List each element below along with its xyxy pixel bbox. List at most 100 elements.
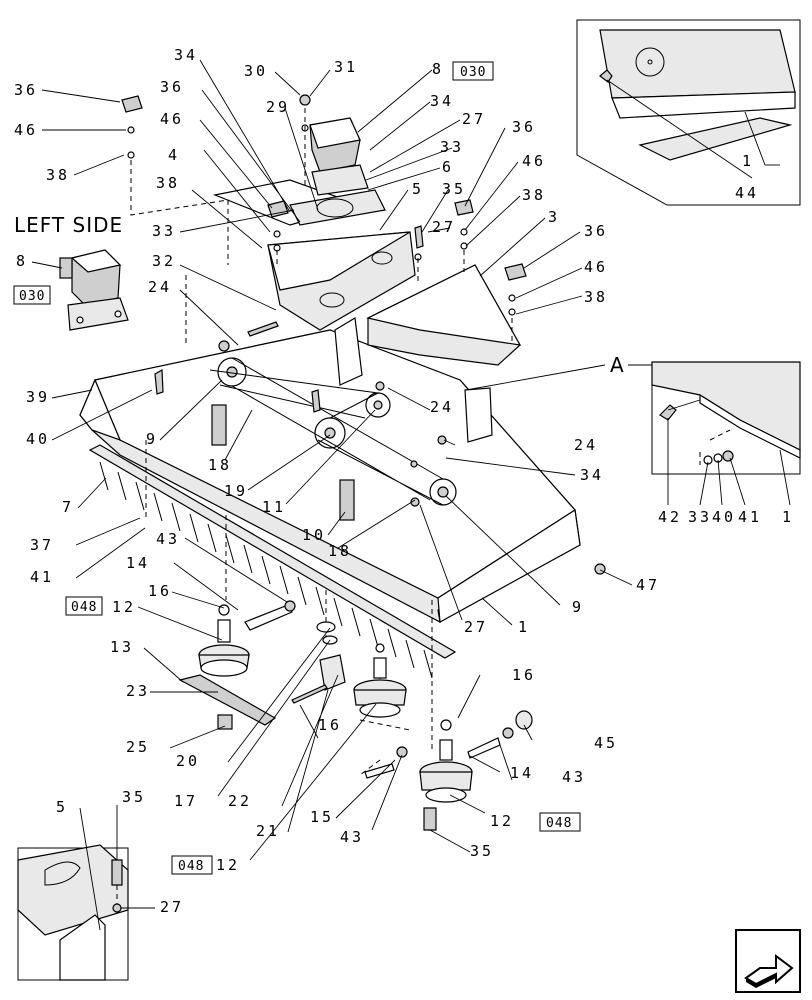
callout-45: 45 (594, 734, 618, 752)
callout-25: 25 (126, 738, 150, 756)
callout-14: 14 (510, 764, 534, 782)
callout-46: 46 (522, 152, 546, 170)
chain-guard (88, 444, 457, 679)
callout-16: 16 (148, 582, 172, 600)
callout-29: 29 (266, 98, 290, 116)
callout-40-detail: 40 (712, 508, 736, 526)
callout-36: 36 (14, 81, 38, 99)
callout-16: 16 (512, 666, 536, 684)
callout-18: 18 (208, 456, 232, 474)
callout-9: 9 (572, 598, 584, 616)
ref-box-030-left (13, 285, 51, 305)
callout-33: 33 (440, 138, 464, 156)
callout-1: 1 (518, 618, 530, 636)
callout-34: 34 (580, 466, 604, 484)
svg-text:030: 030 (460, 65, 486, 80)
mower-deck (79, 317, 606, 624)
callout-24: 24 (574, 436, 598, 454)
callout-24: 24 (430, 398, 454, 416)
callout-7: 7 (62, 498, 74, 516)
callout-30: 30 (244, 62, 268, 80)
callout-39: 39 (26, 388, 50, 406)
callout-13: 13 (110, 638, 134, 656)
callout-1-inset: 1 (742, 152, 754, 170)
callout-27: 27 (432, 218, 456, 236)
belt-shield (366, 264, 522, 366)
ref-box-048 (65, 596, 103, 616)
assembly-lines (130, 108, 513, 776)
callout-27: 27 (464, 618, 488, 636)
callout-46: 46 (14, 121, 38, 139)
callout-47: 47 (636, 576, 660, 594)
callout-9: 9 (146, 430, 158, 448)
callout-46: 46 (160, 110, 184, 128)
callout-10: 10 (302, 526, 326, 544)
callout-24: 24 (148, 278, 172, 296)
left-side-view: LEFT SIDE 8 030 (13, 213, 129, 331)
svg-text:048: 048 (546, 816, 572, 831)
callout-3: 3 (548, 208, 560, 226)
callout-22: 22 (228, 792, 252, 810)
callout-17: 17 (174, 792, 198, 810)
callout-12: 12 (112, 598, 136, 616)
gearbox-mount (121, 94, 527, 337)
callout-36: 36 (160, 78, 184, 96)
callout-5: 5 (412, 180, 424, 198)
callout-11: 11 (262, 498, 286, 516)
callout-44: 44 (735, 184, 759, 202)
callout-42: 42 (658, 508, 682, 526)
callout-20: 20 (176, 752, 200, 770)
callout-33-detail: 33 (688, 508, 712, 526)
callout-21: 21 (256, 822, 280, 840)
callout-35-inset: 35 (122, 788, 146, 806)
inset-bottom-left: 5 35 27 (17, 788, 181, 981)
callout-19: 19 (224, 482, 248, 500)
leader-lines (41, 59, 633, 861)
callout-43: 43 (340, 828, 364, 846)
svg-text:048: 048 (178, 859, 204, 874)
callout-32: 32 (152, 252, 176, 270)
callout-15: 15 (310, 808, 334, 826)
callout-38: 38 (584, 288, 608, 306)
ref-box-048 (539, 812, 581, 832)
callout-33: 33 (152, 222, 176, 240)
callout-14: 14 (126, 554, 150, 572)
left-side-title: LEFT SIDE (14, 213, 123, 237)
callout-34: 34 (430, 92, 454, 110)
ref-box-030 (452, 61, 494, 81)
callout-36: 36 (512, 118, 536, 136)
svg-text:048: 048 (71, 600, 97, 615)
callout-38: 38 (156, 174, 180, 192)
callout-35: 35 (470, 842, 494, 860)
next-page-arrow-icon[interactable] (735, 929, 801, 993)
callout-40: 40 (26, 430, 50, 448)
callout-6: 6 (442, 158, 454, 176)
ref-box-048 (171, 855, 213, 875)
callout-8: 8 (432, 60, 444, 78)
callout-31: 31 (334, 58, 358, 76)
detail-marker-a: A (610, 353, 624, 377)
callout-1-detail: 1 (782, 508, 794, 526)
callouts: 36 46 38 34 36 46 4 38 33 32 24 30 31 29… (14, 46, 660, 875)
callout-41-detail: 41 (738, 508, 762, 526)
callout-4: 4 (168, 146, 180, 164)
callout-12: 12 (216, 856, 240, 874)
callout-46: 46 (584, 258, 608, 276)
callout-23: 23 (126, 682, 150, 700)
callout-16: 16 (318, 716, 342, 734)
callout-43: 43 (562, 768, 586, 786)
callout-35: 35 (442, 180, 466, 198)
inset-top-right: 44 1 (576, 19, 801, 206)
callout-34: 34 (174, 46, 198, 64)
callout-18: 18 (328, 542, 352, 560)
callout-27: 27 (462, 110, 486, 128)
callout-5-inset: 5 (56, 798, 68, 816)
callout-12: 12 (490, 812, 514, 830)
callout-36: 36 (584, 222, 608, 240)
callout-8-left: 8 (16, 252, 28, 270)
callout-41: 41 (30, 568, 54, 586)
callout-38: 38 (46, 166, 70, 184)
callout-43: 43 (156, 530, 180, 548)
callout-38: 38 (522, 186, 546, 204)
